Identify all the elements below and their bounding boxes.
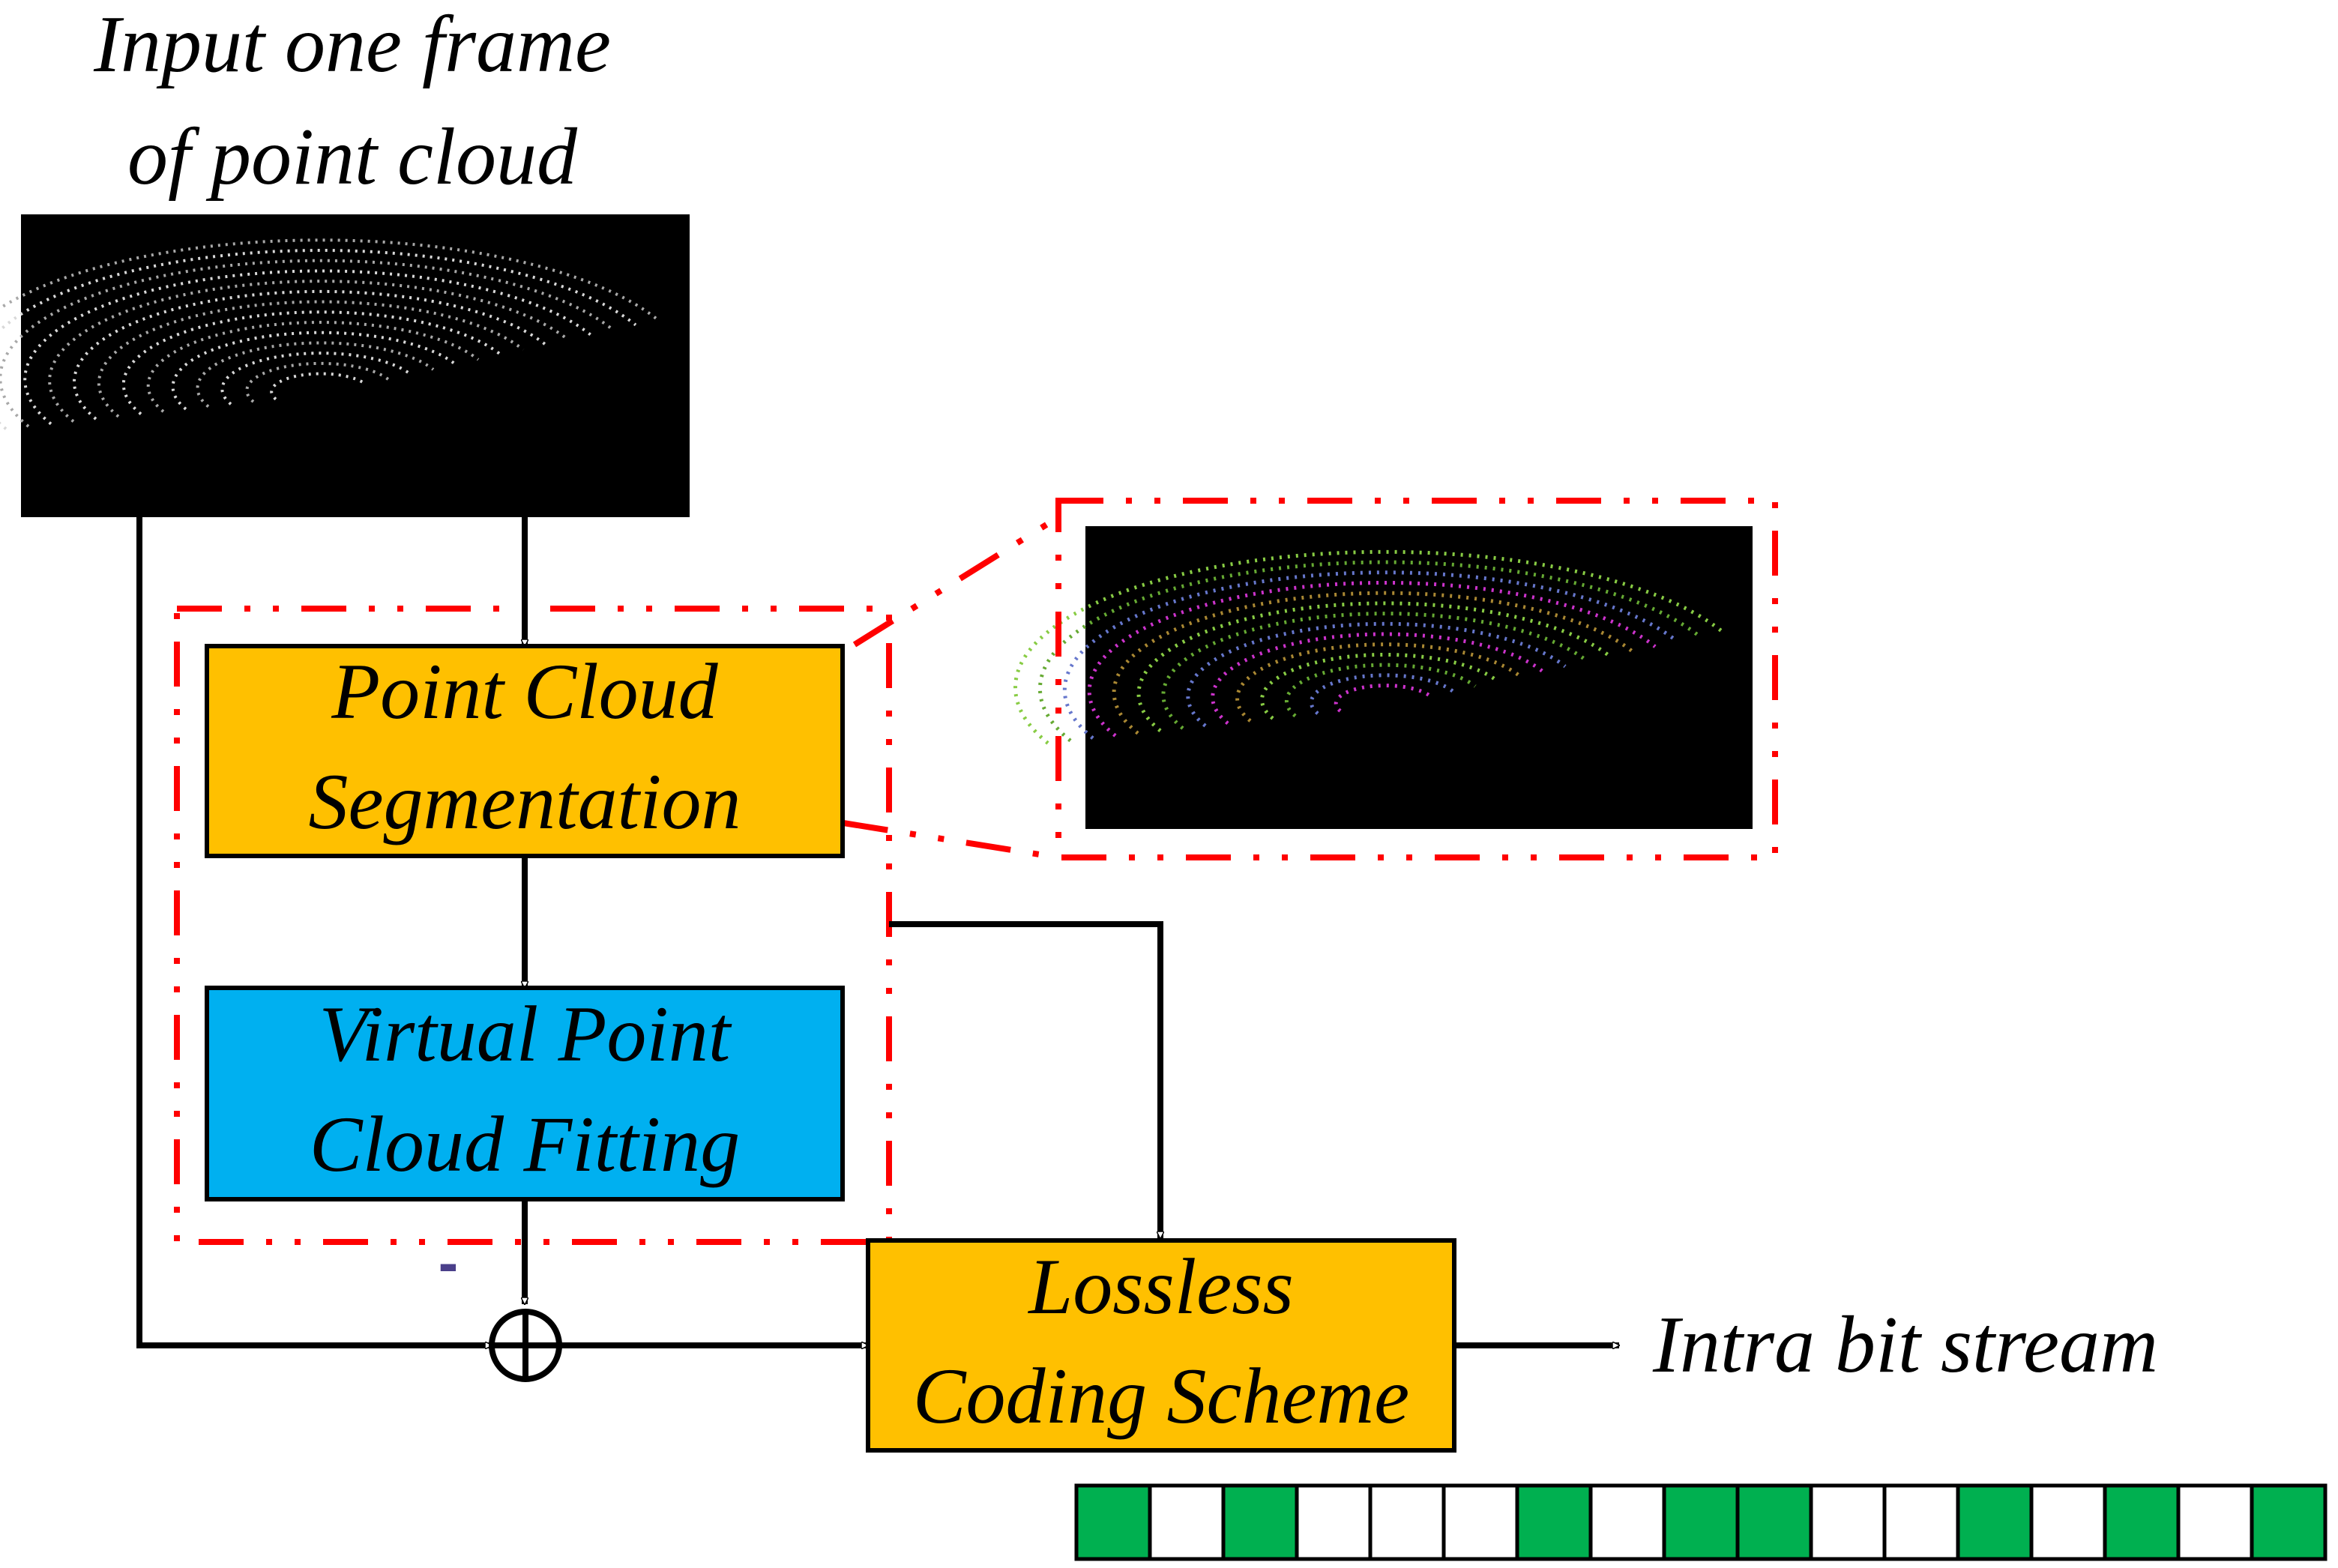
scan-ring: [270, 372, 367, 401]
output-label: Intra bit stream: [1652, 1300, 2158, 1390]
scan-ring: [1334, 684, 1432, 713]
bit-cell: [1588, 1483, 1666, 1561]
bit-cell: [1882, 1483, 1960, 1561]
scan-ring: [1161, 612, 1589, 730]
input-title-line1: Input one frame: [93, 0, 611, 89]
segmentation-block: Point Cloud Segmentation: [205, 644, 845, 858]
bit-cell: [1441, 1483, 1519, 1561]
bit-cell: [2250, 1483, 2328, 1561]
scan-ring: [1235, 642, 1522, 723]
bit-cell: [2029, 1483, 2107, 1561]
fitting-line1: Virtual Point: [319, 990, 732, 1078]
scan-ring: [1309, 673, 1454, 715]
bit-cell: [1809, 1483, 1887, 1561]
scan-ring: [1284, 663, 1477, 718]
bitstream-bar: [1074, 1483, 2328, 1561]
scan-ring: [245, 361, 390, 403]
bit-cell: [2103, 1483, 2181, 1561]
scan-ring: [0, 259, 615, 428]
zoom-connector-top: [852, 514, 1061, 648]
bit-cell: [1515, 1483, 1593, 1561]
scan-ring: [1186, 621, 1567, 728]
scan-ring: [97, 300, 525, 418]
coding-line1: Lossless: [1027, 1243, 1293, 1330]
bit-cell: [1221, 1483, 1299, 1561]
zoom-connector-bottom: [843, 820, 1059, 860]
scan-ring: [1211, 632, 1544, 726]
scan-ring: [1062, 570, 1679, 740]
fitting-line2: Cloud Fitting: [310, 1100, 740, 1188]
bit-cell: [2176, 1483, 2254, 1561]
minus-sign: -: [439, 1229, 459, 1296]
input-title-line2: of point cloud: [127, 112, 578, 202]
bit-cell: [1368, 1483, 1446, 1561]
coding-line2: Coding Scheme: [913, 1352, 1409, 1440]
bit-cell: [1662, 1483, 1740, 1561]
bit-cell: [1074, 1483, 1152, 1561]
scan-ring: [171, 331, 457, 411]
bit-cell: [1956, 1483, 2034, 1561]
scan-ring: [1087, 580, 1657, 738]
bit-cell: [1735, 1483, 1813, 1561]
input-point-cloud-image: [0, 214, 690, 517]
scan-ring: [1136, 601, 1612, 732]
segmentation-line2: Segmentation: [309, 758, 741, 845]
adder-circle: [489, 1309, 562, 1382]
bit-cell: [1148, 1483, 1226, 1561]
fitting-block: Virtual Point Cloud Fitting: [205, 986, 845, 1201]
arrow-segmentation-to-coding: [889, 921, 1160, 1238]
arrow-input-bypass-to-adder: [136, 517, 492, 1345]
scan-ring: [1260, 652, 1499, 720]
scan-ring: [23, 269, 592, 426]
scan-ring: [1013, 549, 1724, 745]
coding-block: Lossless Coding Scheme: [866, 1238, 1456, 1453]
bit-cell: [1295, 1483, 1373, 1561]
zoom-region-dashed: [1055, 498, 1778, 860]
segmentation-line1: Point Cloud: [331, 648, 718, 735]
segmented-point-cloud-image: [1013, 526, 1753, 829]
